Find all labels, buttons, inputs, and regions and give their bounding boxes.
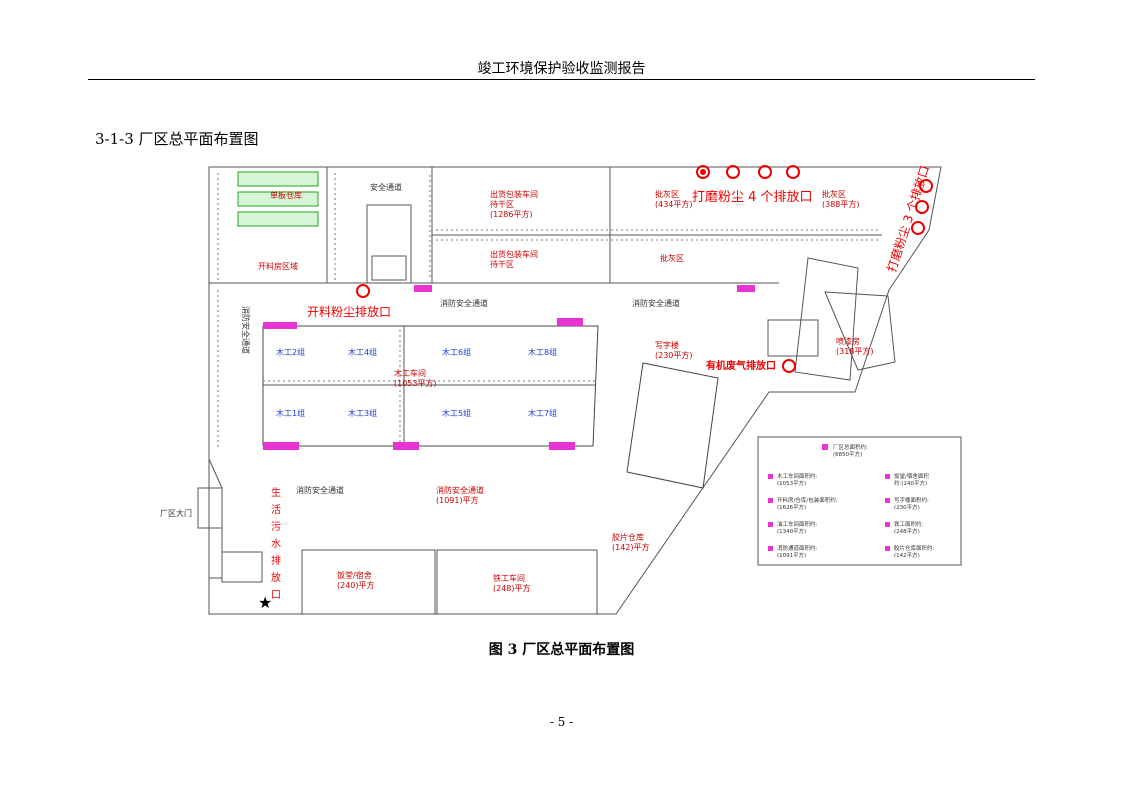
gate-frame [197, 487, 223, 529]
label-carpentry-hall: 木工车间(1053平方) [394, 368, 437, 388]
label-carpentry-7: 木工7组 [528, 408, 557, 418]
iron-shop-building [436, 549, 598, 615]
page-header: 竣工环境保护验收监测报告 [477, 61, 646, 77]
legend-total: 厂区总面积约:(6850平方) [833, 443, 868, 458]
label-carpentry-8: 木工8组 [528, 347, 557, 357]
label-fire-channel-v: 消防安全通道 [241, 306, 251, 354]
label-fire-channel-2: 消防安全通道 [632, 298, 680, 308]
label-carpentry-5: 木工5组 [442, 408, 471, 418]
legend-item: 铁工面积约:(248平方) [894, 520, 924, 535]
legend-item: 写字楼面积约:(230平方) [894, 496, 929, 511]
label-carpentry-6: 木工6组 [442, 347, 471, 357]
label-iron-shop: 铁工车间(248)平方 [493, 573, 531, 593]
legend-item: 开料房/仓库/包装面积约:(1626平方) [777, 496, 838, 511]
annex [767, 319, 819, 357]
label-drying-a: 出货包装车间待干区(1286平方) [490, 189, 538, 219]
label-carpentry-3: 木工3组 [348, 408, 377, 418]
star-icon: ★ [258, 593, 272, 612]
label-fire-channel: 消防安全通道 [440, 298, 488, 308]
legend-item: 胶片仓库面积约:(142平方) [894, 544, 935, 559]
canteen-building [301, 549, 436, 615]
label-batch-b: 批灰区(388平方) [822, 189, 860, 209]
vent-markers [356, 165, 933, 373]
legend-item: 木工车间面积约:(1053平方) [777, 472, 818, 487]
label-cutting-area: 开料房区域 [258, 261, 298, 271]
label-batch-c: 批灰区 [660, 253, 684, 263]
label-sewage: 生活污水排放口 [271, 486, 281, 601]
label-batch-a: 批灰区(434平方) [655, 189, 693, 209]
annex [794, 257, 859, 381]
label-canteen: 饭堂/宿舍(240)平方 [337, 570, 375, 590]
header-rule [88, 79, 1035, 80]
legend-item: 消防通道面积约:(1091平方) [777, 544, 818, 559]
label-office: 写字楼(230平方) [655, 340, 693, 360]
legend-item: 油工车间面积约:(1340平方) [777, 520, 818, 535]
label-fire-channel-3: 消防安全通道 [296, 485, 344, 495]
room [366, 204, 412, 284]
label-organic-vent: 有机废气排放口 [706, 359, 776, 372]
veneer-racks [237, 171, 319, 227]
room [371, 255, 407, 281]
label-gate: 厂区大门 [160, 508, 192, 518]
annex [824, 291, 896, 371]
page-number: - 5 - [549, 715, 574, 729]
carpentry-block [262, 325, 599, 447]
markers [263, 285, 755, 450]
label-sanding-vent-side: 打磨粉尘 3 个排放口 [884, 163, 933, 273]
office-building [626, 362, 719, 489]
guard-room [221, 551, 263, 583]
label-veneer-store: 单板仓库 [270, 190, 302, 200]
label-drying-b: 出货包装车间待干区 [490, 249, 538, 269]
label-film-store: 胶片仓库(142)平方 [612, 532, 650, 552]
label-carpentry-4: 木工4组 [348, 347, 377, 357]
figure-caption: 图 3 厂区总平面布置图 [488, 642, 635, 658]
label-cutting-vent: 开料粉尘排放口 [307, 304, 391, 319]
label-paint-room: 喷漆房(318平方) [836, 336, 874, 356]
label-safe-channel: 安全通道 [370, 182, 402, 192]
label-sanding-vent: 打磨粉尘 4 个排放口 [692, 190, 813, 205]
section-title: 3-1-3 厂区总平面布置图 [95, 130, 259, 148]
label-fire-area: 消防安全通道(1091)平方 [436, 485, 484, 505]
label-carpentry-2: 木工2组 [276, 347, 305, 357]
label-carpentry-1: 木工1组 [276, 408, 305, 418]
legend-item: 饭堂/宿舍面积约:(240平方) [894, 472, 929, 487]
vent-dot [700, 169, 706, 175]
legend [757, 436, 962, 566]
